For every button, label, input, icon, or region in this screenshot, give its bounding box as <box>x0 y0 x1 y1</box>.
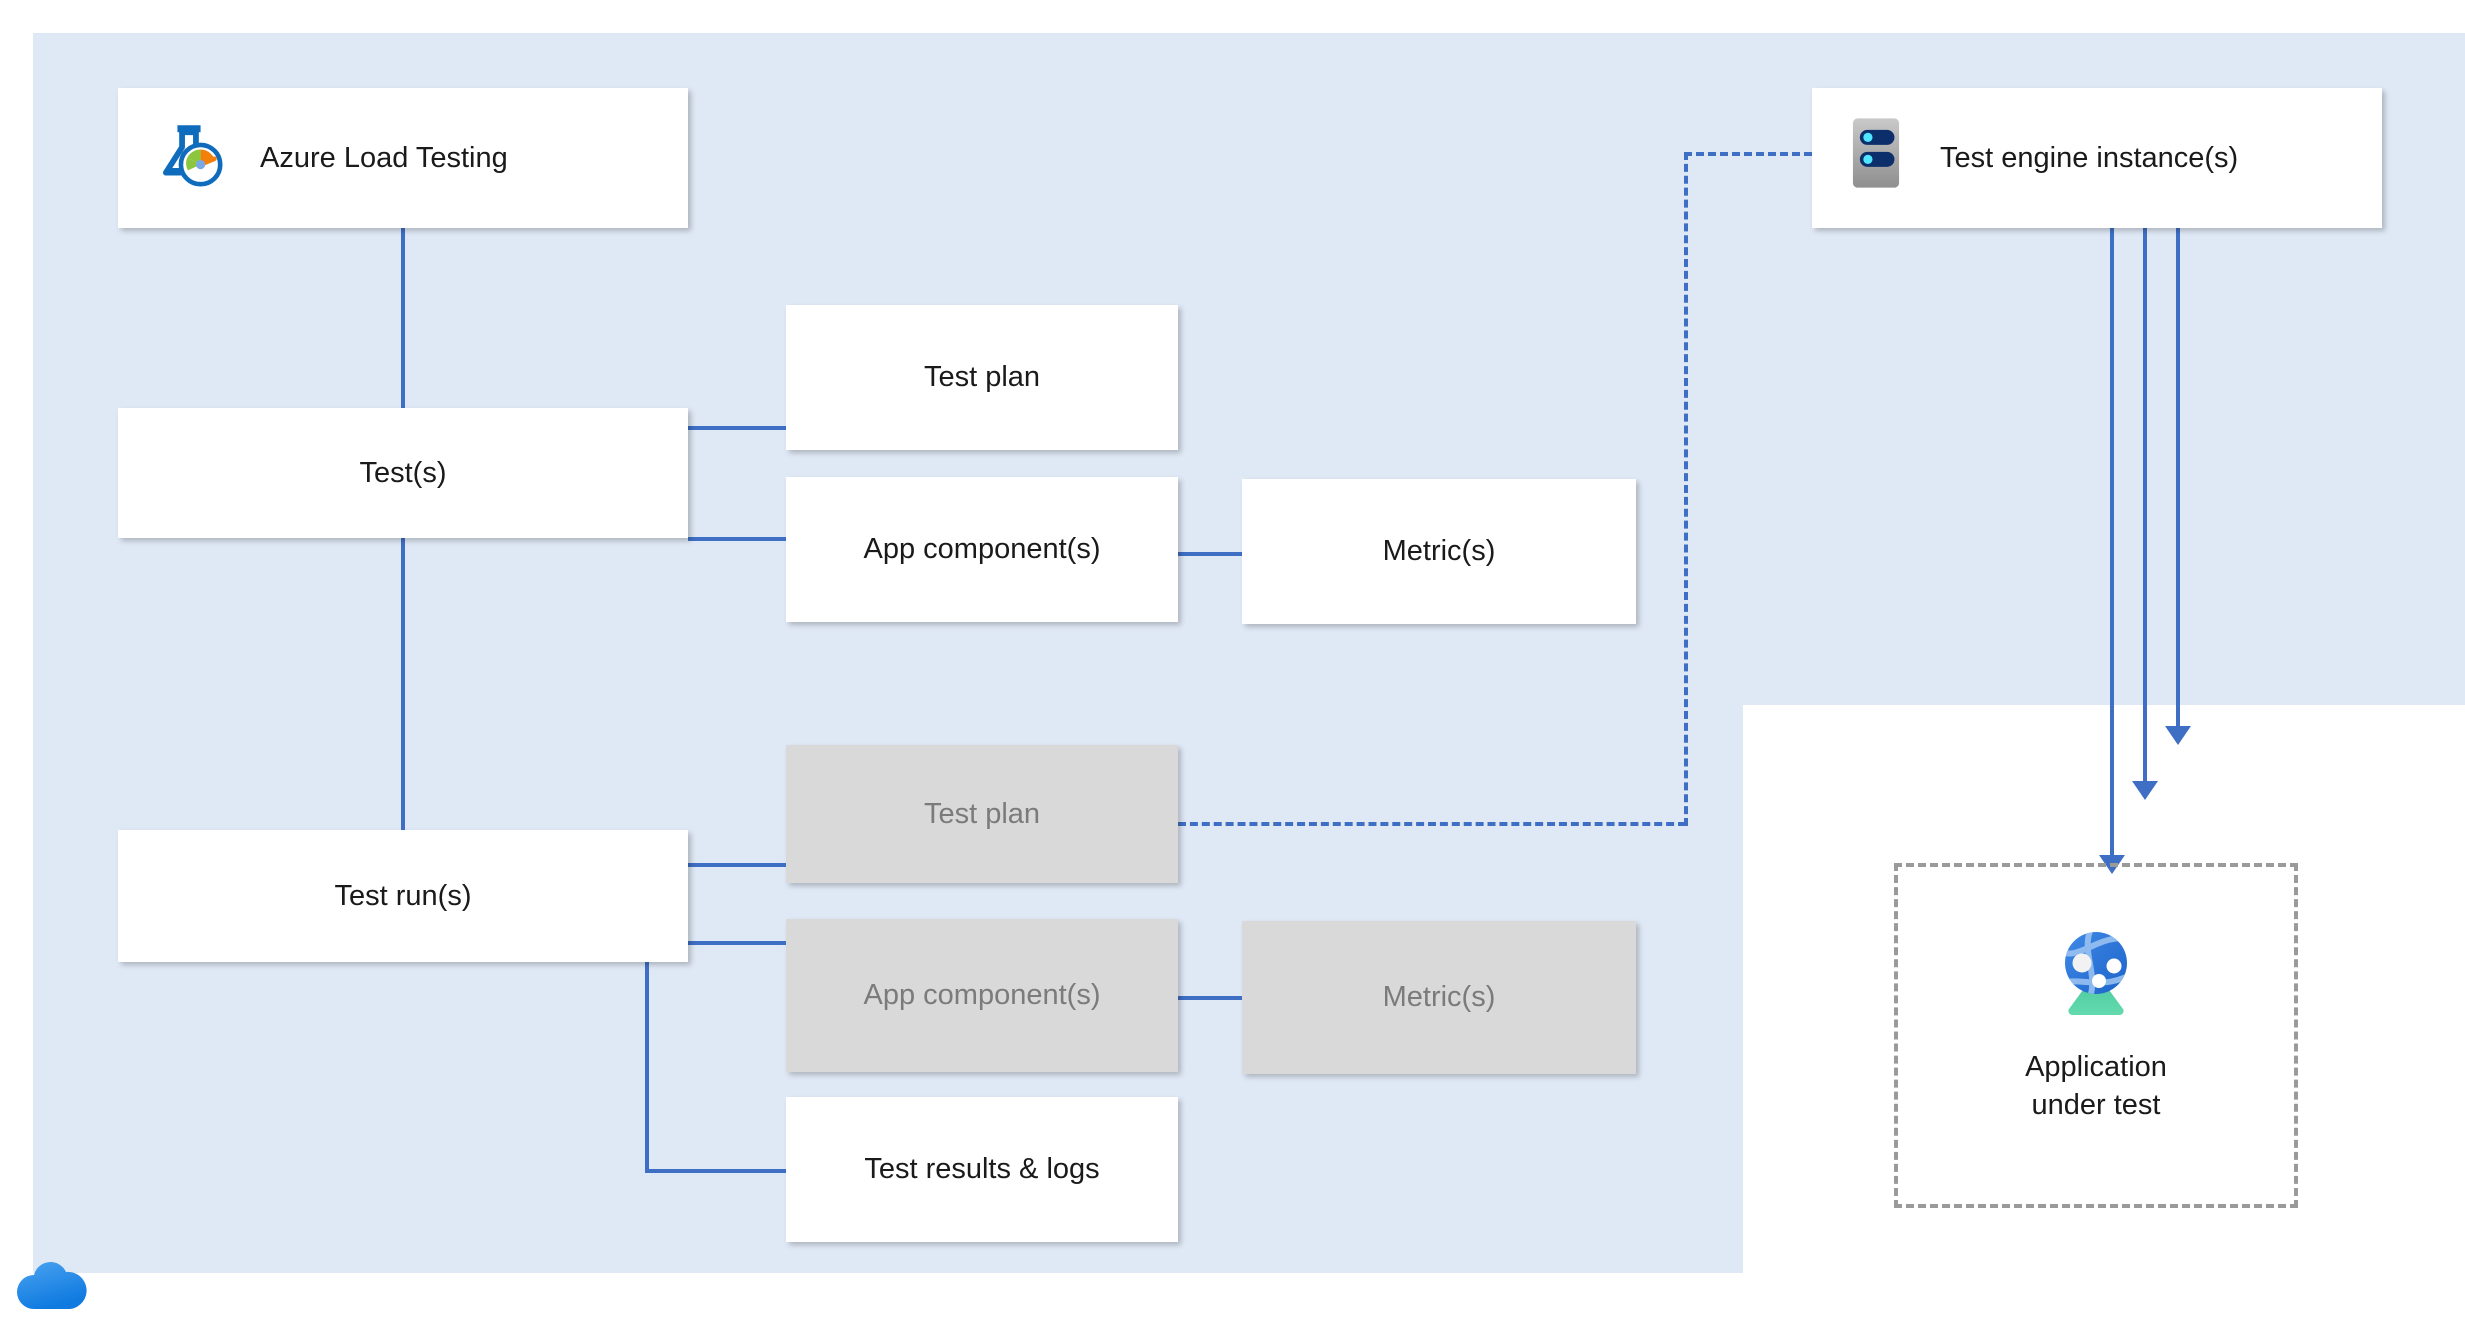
connector-testruns-to-testplan-run <box>688 863 786 867</box>
connector-alt-to-tests <box>401 227 405 408</box>
node-label-metrics-config: Metric(s) <box>1382 535 1496 568</box>
node-test-runs[interactable]: Test run(s) <box>118 830 688 962</box>
node-test-engine-instances[interactable]: Test engine instance(s) <box>1812 88 2382 228</box>
engine-to-app-arrow-head-2 <box>2132 781 2158 800</box>
node-label-azure-load-testing: Azure Load Testing <box>260 141 508 174</box>
server-icon <box>1846 116 1906 199</box>
connector-testplan-to-engines-vertical <box>1684 152 1688 826</box>
node-metrics-run[interactable]: Metric(s) <box>1242 921 1636 1074</box>
connector-testruns-results-vertical <box>645 962 649 1173</box>
node-label-test-plan-run: Test plan <box>923 797 1041 830</box>
node-metrics-config[interactable]: Metric(s) <box>1242 479 1636 624</box>
node-label-metrics-run: Metric(s) <box>1382 981 1496 1014</box>
flask-gauge-icon <box>152 116 226 199</box>
node-label-application-under-test: Application under test <box>2025 1051 2167 1122</box>
globe-app-icon <box>2046 925 2146 1022</box>
connector-tests-to-appcomponents <box>688 537 786 541</box>
node-label-tests: Test(s) <box>359 456 447 489</box>
engine-to-app-arrow-line-2 <box>2143 228 2147 783</box>
azure-cloud-logo <box>14 1255 90 1320</box>
node-app-components-run[interactable]: App component(s) <box>786 919 1178 1072</box>
connector-appcomponents-to-metrics <box>1178 552 1242 556</box>
node-label-app-components-run: App component(s) <box>863 979 1101 1012</box>
engine-to-app-arrow-head-3 <box>2165 726 2191 745</box>
node-label-test-runs: Test run(s) <box>334 879 472 912</box>
connector-testplan-to-engines-horizontal-upper <box>1684 152 1812 156</box>
connector-testruns-results-horizontal <box>645 1169 790 1173</box>
engine-to-app-arrow-line-1 <box>2110 228 2114 857</box>
node-test-plan-run[interactable]: Test plan <box>786 745 1178 883</box>
node-label-test-engine-instances: Test engine instance(s) <box>1940 141 2239 174</box>
group-application-under-test: Application under test <box>1894 863 2298 1208</box>
node-app-components-config[interactable]: App component(s) <box>786 477 1178 622</box>
engine-to-app-arrow-line-3 <box>2176 228 2180 728</box>
connector-tests-to-testplan <box>688 426 786 430</box>
connector-tests-to-testruns <box>401 537 405 830</box>
node-label-app-components-config: App component(s) <box>863 533 1101 566</box>
node-test-results-logs[interactable]: Test results & logs <box>786 1097 1178 1242</box>
node-label-test-results-logs: Test results & logs <box>864 1153 1100 1186</box>
node-test-plan-config[interactable]: Test plan <box>786 305 1178 450</box>
connector-testplan-to-engines-horizontal-lower <box>1178 822 1686 826</box>
application-under-test-content: Application under test <box>1898 925 2294 1125</box>
node-tests[interactable]: Test(s) <box>118 408 688 538</box>
connector-testruns-to-appcomponents-run <box>688 941 786 945</box>
connector-appcomponents-run-to-metrics-run <box>1178 996 1242 1000</box>
node-label-test-plan-config: Test plan <box>923 361 1041 394</box>
node-azure-load-testing[interactable]: Azure Load Testing <box>118 88 688 228</box>
